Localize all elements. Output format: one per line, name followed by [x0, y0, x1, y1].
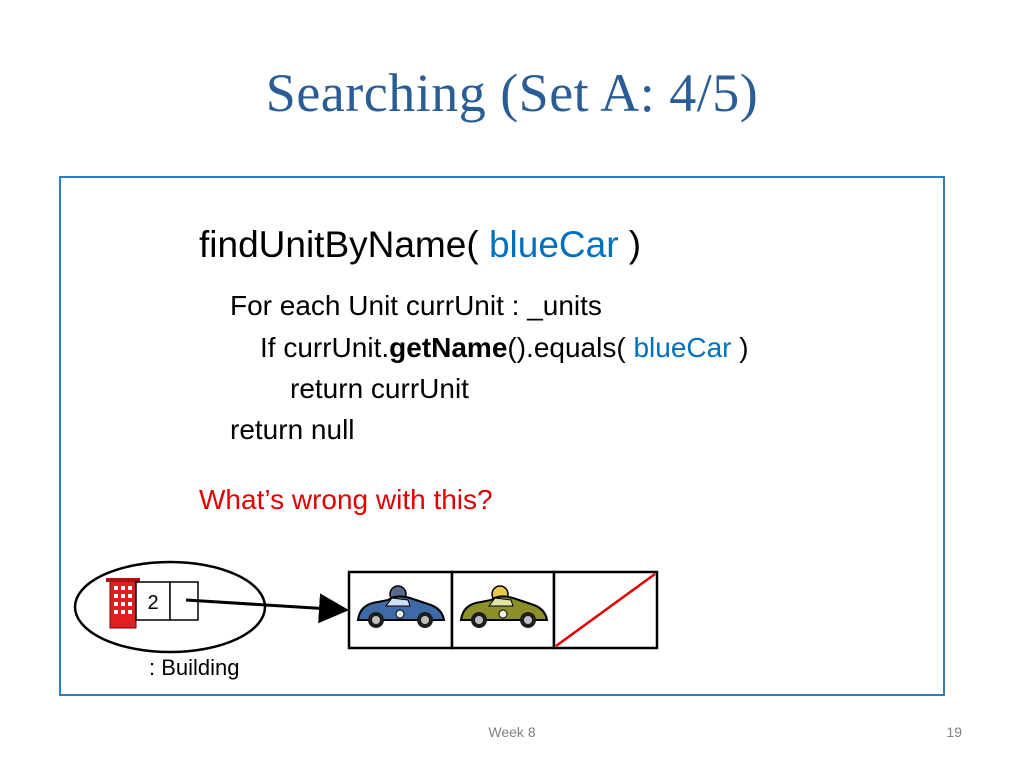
- code-line-4: return null: [230, 414, 355, 445]
- code-line-2-mid: ().equals(: [507, 332, 634, 363]
- reference-arrow: [185, 593, 349, 624]
- footer-week: Week 8: [488, 724, 536, 740]
- code-line-2: If currUnit.getName().equals( blueCar ): [260, 332, 749, 364]
- green-car-icon: [459, 585, 549, 628]
- slide-title: Searching (Set A: 4/5): [265, 63, 759, 123]
- code-line-2-arg: blueCar: [633, 332, 732, 363]
- code-line-1: For each Unit currUnit : _units: [230, 290, 602, 321]
- building-icon: [106, 578, 140, 629]
- count-box: [135, 581, 171, 621]
- slide-number: 19: [946, 724, 962, 740]
- method-signature: findUnitByName( blueCar ): [199, 224, 641, 266]
- pointer-box: [169, 581, 199, 621]
- code-line-2-prefix: If currUnit.: [260, 332, 390, 363]
- building-label: : Building: [149, 655, 240, 680]
- code-line-2-end: ): [731, 332, 749, 363]
- content-panel: [59, 176, 945, 696]
- building-count: 2: [147, 592, 158, 614]
- code-line-3: return currUnit: [290, 373, 469, 404]
- method-close: ): [628, 224, 642, 265]
- method-arg: blueCar: [488, 224, 619, 265]
- method-name: findUnitByName(: [199, 224, 479, 265]
- question-text: What’s wrong with this?: [199, 484, 493, 515]
- null-slash: [555, 572, 656, 648]
- blue-car-icon: [356, 585, 446, 628]
- code-line-2-bold: getName: [389, 332, 508, 363]
